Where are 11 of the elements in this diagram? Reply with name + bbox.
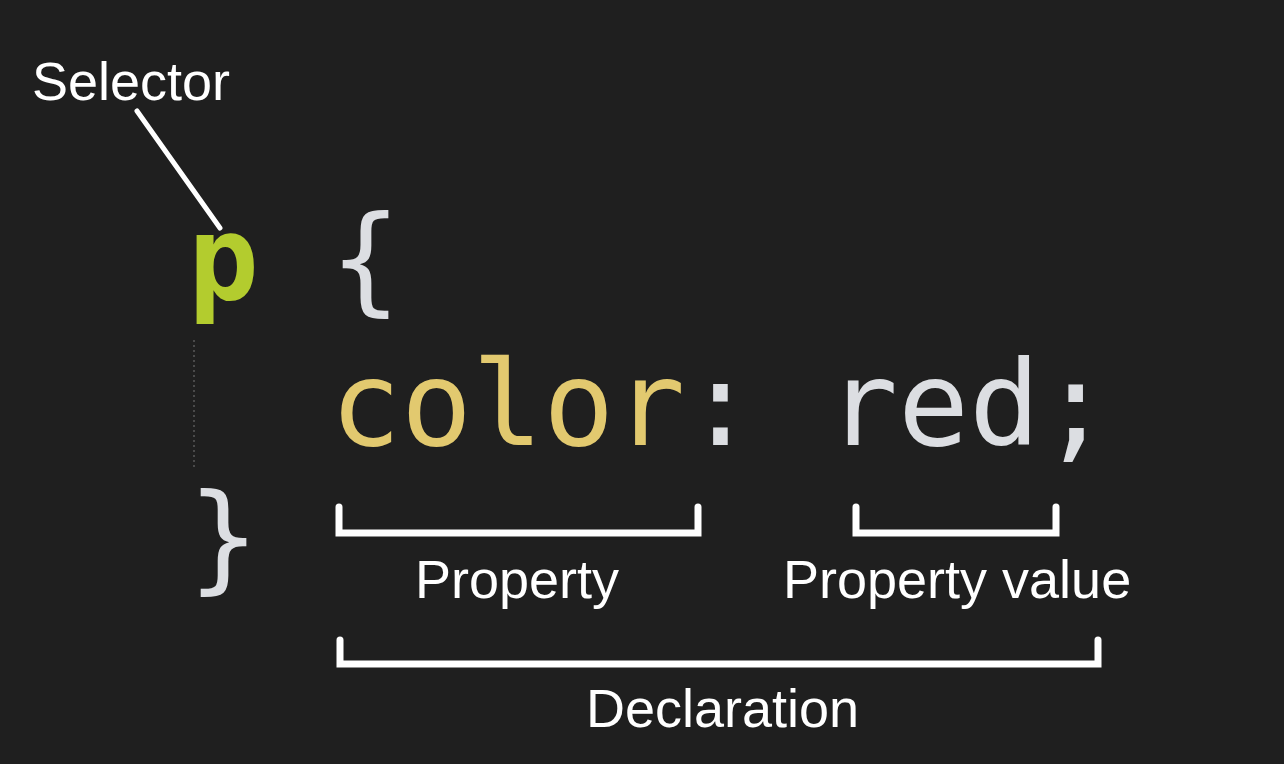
property-code: color xyxy=(330,342,686,466)
leader-line xyxy=(134,108,223,231)
opening-brace: { xyxy=(330,197,402,321)
closing-brace: } xyxy=(188,475,260,599)
selector-code: p xyxy=(188,228,260,332)
selector-label: Selector xyxy=(32,51,231,111)
value-code: red; xyxy=(827,342,1112,466)
bracket-label: Declaration xyxy=(586,678,860,738)
colon: : xyxy=(685,342,757,466)
bracket-label: Property value xyxy=(783,549,1132,609)
bracket-label: Property xyxy=(415,549,620,609)
